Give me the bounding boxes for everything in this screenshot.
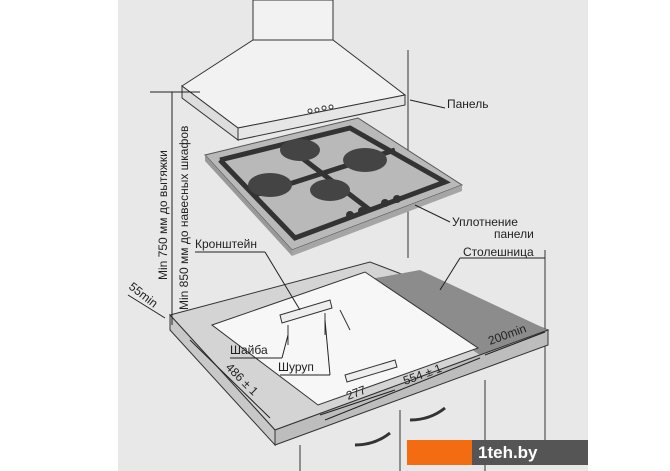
label-panel: Панель: [447, 97, 488, 111]
label-screw: Шуруп: [278, 360, 314, 374]
cutout: [210, 271, 480, 406]
label-seal-1: Уплотнение: [452, 215, 518, 229]
range-hood: [181, 0, 407, 141]
dim-half-width: 277: [344, 383, 368, 403]
label-washer: Шайба: [230, 343, 268, 357]
dimension-lines: [127, 91, 546, 421]
label-bracket: Кронштейн: [195, 237, 257, 251]
watermark-logo: 1teh.by: [407, 440, 588, 465]
bracket-parts: [279, 299, 398, 383]
label-seal-2: панели: [494, 227, 534, 241]
countertop: [169, 261, 550, 447]
dim-min-cabinets: Min 850 мм до навесных шкафов: [177, 126, 191, 310]
gas-hob: [204, 117, 464, 256]
dim-min-hood: Min 750 мм до вытяжки: [156, 150, 170, 280]
watermark-text: 1teh.by: [472, 440, 588, 465]
label-countertop: Столешница: [463, 245, 534, 259]
